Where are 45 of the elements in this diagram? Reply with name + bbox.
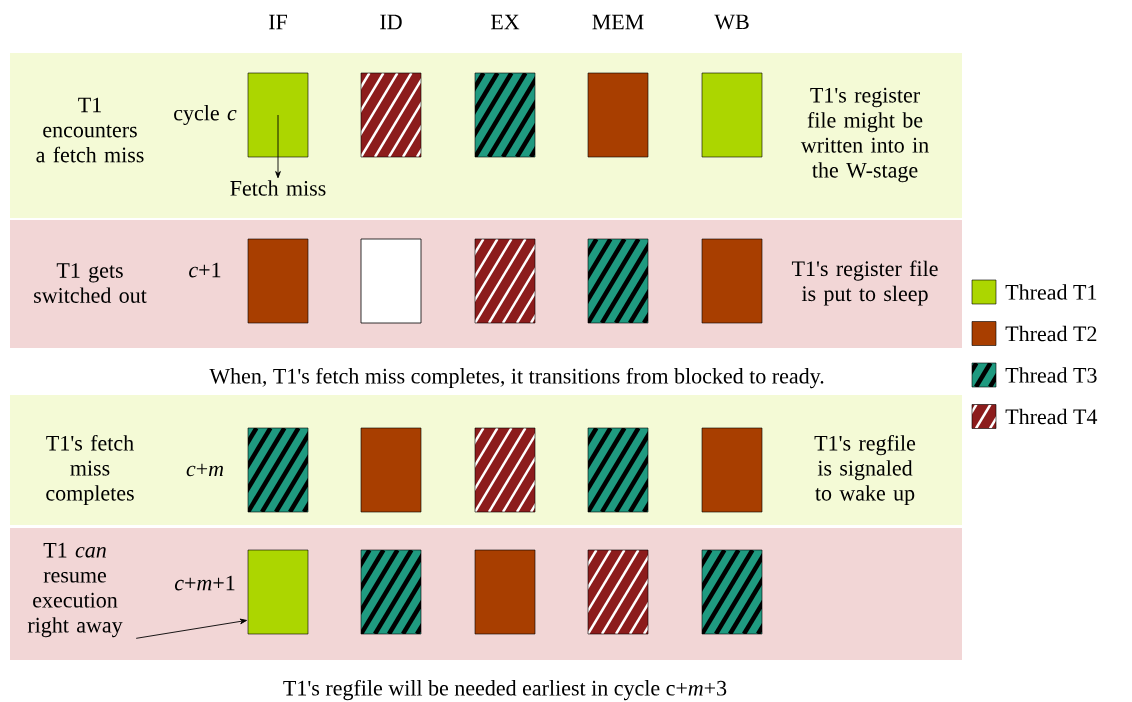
row-caption: T1's fetch miss completes — [46, 434, 134, 506]
pipeline-slot — [474, 549, 536, 635]
pipeline-slot — [360, 238, 422, 324]
pipeline-slot — [247, 427, 309, 513]
pipeline-slot — [701, 72, 763, 158]
annotation-text: Fetch miss — [230, 180, 326, 196]
legend-label: Thread T2 — [1005, 325, 1097, 342]
pipeline-slot — [474, 427, 536, 513]
legend-label: Thread T1 — [1005, 284, 1097, 300]
cycle-label: c+m+1 — [174, 575, 235, 591]
row-note: T1's register file might be written into in the W-stage — [800, 87, 929, 183]
pipeline-slot — [587, 238, 649, 324]
cycle-label: c+1 — [189, 262, 221, 278]
caption-text: When, T1's fetch miss completes, it transitions from blocked to ready. — [209, 367, 824, 389]
cycle-label: cycle c — [174, 105, 237, 125]
annotation-text: T1 can resume execution right away — [27, 542, 123, 638]
pipeline-slot — [701, 549, 763, 635]
pipeline-slot — [701, 238, 763, 324]
stage-header: IF — [269, 14, 287, 30]
pipeline-slot — [587, 72, 649, 158]
stage-header: ID — [380, 14, 402, 30]
stage-header: EX — [490, 14, 520, 30]
row-caption: T1 encounters a fetch miss — [36, 97, 144, 163]
pipeline-slot — [701, 427, 763, 513]
stage-header: WB — [714, 14, 749, 30]
arrow — [275, 114, 281, 179]
pipeline-slot — [474, 238, 536, 324]
pipeline-slot — [360, 549, 422, 635]
row-note: T1's regfile is signaled to wake up — [814, 434, 916, 506]
pipeline-slot — [247, 549, 309, 635]
pipeline-slot — [247, 238, 309, 324]
pipeline-slot — [587, 549, 649, 635]
caption-text: T1's regfile will be needed earliest in cycle c+m+3 — [283, 679, 727, 701]
pipeline-slot — [360, 427, 422, 513]
pipeline-slot — [587, 427, 649, 513]
legend-label: Thread T4 — [1005, 408, 1098, 425]
stage-header: MEM — [592, 14, 644, 30]
arrow — [135, 618, 247, 639]
legend-label: Thread T3 — [1005, 367, 1097, 383]
row-caption: T1 gets switched out — [34, 263, 147, 303]
cycle-label: c+m — [186, 463, 224, 477]
pipeline-slot — [360, 72, 422, 158]
pipeline-slot — [247, 72, 309, 158]
pipeline-slot — [474, 72, 536, 158]
row-note: T1's register file is put to sleep — [791, 260, 938, 306]
